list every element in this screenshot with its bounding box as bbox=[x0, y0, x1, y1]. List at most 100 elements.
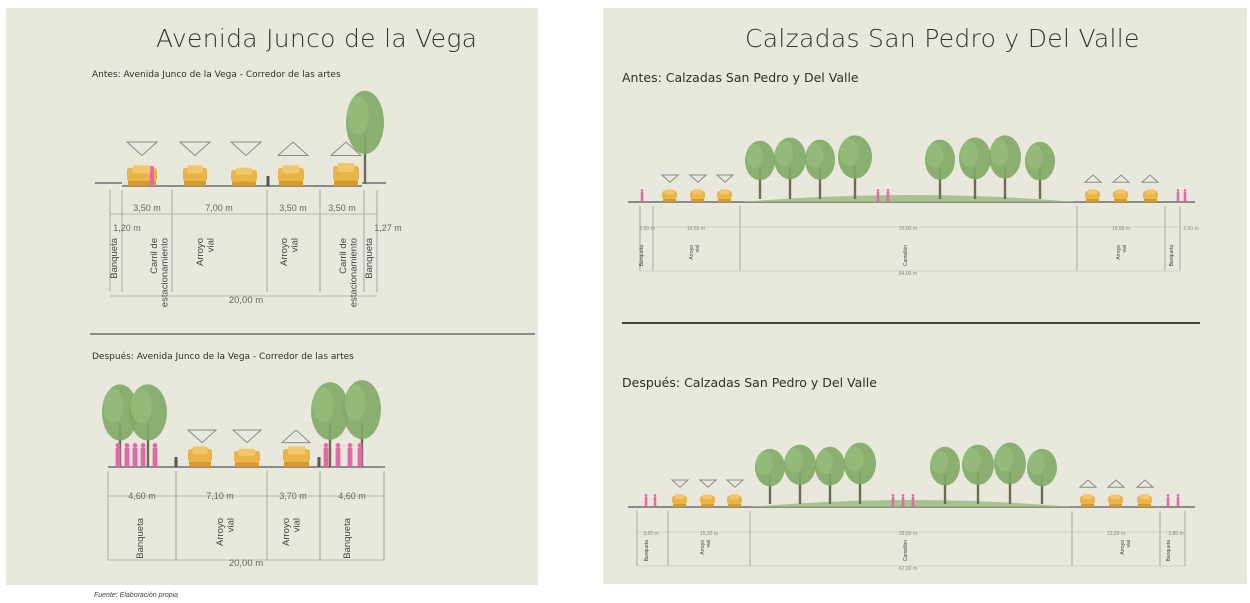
lane-arrow-right-after-dn-2 bbox=[725, 479, 745, 488]
car-after-3 bbox=[283, 446, 310, 467]
tree-crown-highlight bbox=[926, 143, 943, 168]
car-roof bbox=[729, 494, 740, 500]
tree-crown-highlight bbox=[963, 448, 982, 473]
dim-before-1: 7,00 m bbox=[205, 203, 233, 213]
car-bumper bbox=[284, 461, 309, 467]
left-title: Avenida Junco de la Vega bbox=[156, 24, 478, 53]
person-head bbox=[640, 189, 644, 192]
car-before-5 bbox=[333, 163, 359, 186]
right-title: Calzadas San Pedro y Del Valle bbox=[745, 24, 1140, 53]
tree-trunk bbox=[943, 474, 947, 504]
label-before-0: Banqueta bbox=[109, 237, 120, 278]
median-tree-right-before-3 bbox=[838, 135, 872, 199]
dim-before-3: 3,50 m bbox=[328, 203, 356, 213]
lane-arrow-after-3 bbox=[280, 429, 312, 444]
person-after-left-2 bbox=[132, 443, 138, 467]
car-right-before-4 bbox=[1113, 189, 1128, 202]
label-after-2-line: Arroyo bbox=[281, 518, 292, 546]
car-bumper bbox=[1114, 198, 1127, 202]
label-after-0: Banqueta bbox=[135, 517, 146, 558]
car-roof bbox=[287, 446, 306, 455]
person-right-before-4 bbox=[1183, 189, 1187, 202]
tree-after-2 bbox=[129, 384, 167, 467]
tree-crown-highlight bbox=[1026, 145, 1043, 169]
dim-right-after-1: 15,20 m bbox=[700, 531, 718, 537]
tree-trunk bbox=[758, 168, 762, 199]
label-after-3: Banqueta bbox=[342, 517, 353, 558]
label-right-before-1-line: vial bbox=[695, 245, 701, 253]
right-after-caption: Después: Calzadas San Pedro y Del Valle bbox=[622, 375, 877, 390]
person-head bbox=[335, 443, 341, 448]
car-before-4 bbox=[278, 165, 304, 186]
lane-arrow-before-3 bbox=[229, 141, 263, 157]
label-after-1-line: vial bbox=[226, 518, 237, 532]
car-roof bbox=[187, 165, 203, 174]
tree-trunk bbox=[973, 167, 977, 199]
car-right-after-2 bbox=[727, 494, 742, 507]
person-after-left-4 bbox=[152, 443, 158, 467]
person-right-before-0 bbox=[640, 189, 644, 202]
label-before-5: Banqueta bbox=[364, 237, 375, 278]
label-right-before-0: Banqueta bbox=[639, 245, 645, 267]
label-right-after-0-line: Banqueta bbox=[644, 540, 650, 562]
tree-crown-highlight bbox=[845, 446, 864, 472]
tree-trunk bbox=[1038, 169, 1042, 199]
label-right-after-2: Camellón bbox=[903, 540, 909, 561]
label-before-4-line: estacionamiento bbox=[349, 238, 360, 307]
tree-trunk bbox=[1040, 475, 1044, 504]
tree-crown-highlight bbox=[746, 144, 763, 169]
person-head bbox=[891, 494, 895, 497]
dim-right-before-3: 16,50 m bbox=[1112, 226, 1130, 232]
tree-trunk bbox=[788, 167, 792, 199]
car-bumper bbox=[334, 180, 358, 186]
car-after-1 bbox=[188, 446, 212, 467]
label-before-4-line: Carril de bbox=[338, 238, 349, 274]
car-roof bbox=[132, 165, 152, 174]
car-bumper bbox=[691, 198, 704, 202]
dim-right-before-1: 16,55 m bbox=[687, 226, 705, 232]
person-after-right-3 bbox=[357, 443, 363, 467]
car-bumper bbox=[184, 180, 206, 186]
tree-trunk bbox=[328, 423, 332, 467]
label-right-after-4: Banqueta bbox=[1166, 540, 1172, 562]
car-right-before-2 bbox=[717, 189, 732, 202]
person-body bbox=[876, 191, 880, 202]
car-bumper bbox=[1144, 198, 1157, 202]
person-right-after-0 bbox=[644, 494, 648, 507]
lane-arrow-right-before-up-1 bbox=[1111, 174, 1131, 183]
person-body bbox=[152, 447, 158, 467]
car-bumper bbox=[728, 503, 741, 507]
person-after-left-1 bbox=[124, 443, 130, 467]
person-right-after-6 bbox=[1176, 494, 1180, 507]
label-right-after-1-line: vial bbox=[706, 540, 712, 548]
person-body bbox=[644, 496, 648, 507]
car-bumper bbox=[1086, 198, 1099, 202]
car-bumper bbox=[718, 198, 731, 202]
median-tree-right-after-2 bbox=[815, 446, 845, 504]
car-roof bbox=[1139, 494, 1150, 500]
label-right-before-4-line: Banqueta bbox=[1169, 245, 1175, 267]
median-tree-right-after-7 bbox=[1027, 448, 1057, 504]
person-head bbox=[911, 494, 915, 497]
car-roof bbox=[1145, 189, 1156, 195]
person-head bbox=[357, 443, 363, 448]
tree-trunk bbox=[768, 475, 772, 504]
person-body bbox=[653, 496, 657, 507]
left-before-caption: Antes: Avenida Junco de la Vega - Corred… bbox=[92, 70, 341, 80]
person-body bbox=[132, 447, 138, 467]
median-tree-right-before-5 bbox=[959, 137, 991, 199]
median-tree-right-after-3 bbox=[844, 442, 876, 504]
person-body bbox=[1176, 496, 1180, 507]
left-panel bbox=[6, 8, 538, 585]
dim-before-0: 3,50 m bbox=[133, 203, 161, 213]
label-right-before-2-line: Camellón bbox=[903, 245, 909, 266]
tree-trunk bbox=[976, 473, 980, 504]
dim-before-2: 3,50 m bbox=[279, 203, 307, 213]
person-right-before-1 bbox=[876, 189, 880, 202]
car-before-2 bbox=[183, 165, 207, 186]
person-head bbox=[886, 189, 890, 192]
